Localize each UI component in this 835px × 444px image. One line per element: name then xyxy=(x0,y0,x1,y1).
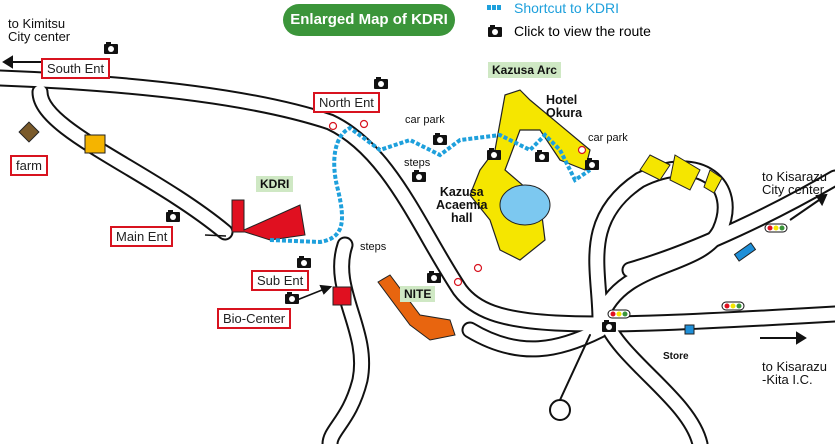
farm-shed xyxy=(18,121,40,143)
south-entrance-link[interactable]: South Ent xyxy=(41,58,111,79)
pond xyxy=(499,184,551,226)
car-park-label: car park xyxy=(405,114,445,126)
direction-arrows xyxy=(2,55,828,345)
blue-building xyxy=(733,242,757,262)
nite-tag: NITE xyxy=(400,286,436,302)
camera-icon-arc-2[interactable] xyxy=(535,150,549,162)
camera-icon-steps[interactable] xyxy=(412,170,426,182)
arc-side-buildings xyxy=(639,154,723,194)
nite-building xyxy=(377,274,456,341)
roads xyxy=(0,69,835,444)
shortcut-legend-icon xyxy=(487,5,501,10)
sub-entrance-link[interactable]: Sub Ent xyxy=(251,270,310,291)
farm-link[interactable]: farm xyxy=(10,155,48,176)
camera-icon-arc-3[interactable] xyxy=(585,158,599,170)
camera-icon-north[interactable] xyxy=(374,77,388,89)
legend-shortcut: Shortcut to KDRI xyxy=(514,0,620,16)
camera-icon-junction[interactable] xyxy=(602,320,616,332)
camera-icon-bio[interactable] xyxy=(285,292,299,304)
kdri-building xyxy=(231,199,306,241)
camera-icon-nite[interactable] xyxy=(427,271,441,283)
steps-label: steps xyxy=(404,157,431,169)
shortcut-route xyxy=(269,125,592,245)
north-entrance-link[interactable]: North Ent xyxy=(313,92,380,113)
legend-camera: Click to view the route xyxy=(514,23,651,39)
enlarged-map-button[interactable]: Enlarged Map of KDRI xyxy=(283,4,455,36)
traffic-lights xyxy=(607,223,788,319)
farm-building xyxy=(84,134,106,154)
steps-label-2: steps xyxy=(360,241,387,253)
store-label: Store xyxy=(663,351,689,362)
to-kisarazu-ic-label: to Kisarazu-Kita I.C. xyxy=(762,359,828,387)
store-building xyxy=(684,324,695,335)
kazusa-arc-tag: Kazusa Arc xyxy=(488,62,561,78)
camera-icon-main[interactable] xyxy=(166,210,180,222)
camera-icon-car-park[interactable] xyxy=(433,133,447,145)
kdri-tag: KDRI xyxy=(256,176,294,192)
bio-center-building xyxy=(332,286,352,306)
car-park-label-2: car park xyxy=(588,132,628,144)
camera-icon-sub[interactable] xyxy=(297,256,311,268)
camera-legend-icon xyxy=(488,25,502,37)
bus-stop-icons xyxy=(328,119,587,287)
camera-icon-arc-1[interactable] xyxy=(487,148,501,160)
camera-icon-south[interactable] xyxy=(104,42,118,54)
bio-center-link[interactable]: Bio-Center xyxy=(217,308,292,329)
main-entrance-link[interactable]: Main Ent xyxy=(110,226,174,247)
